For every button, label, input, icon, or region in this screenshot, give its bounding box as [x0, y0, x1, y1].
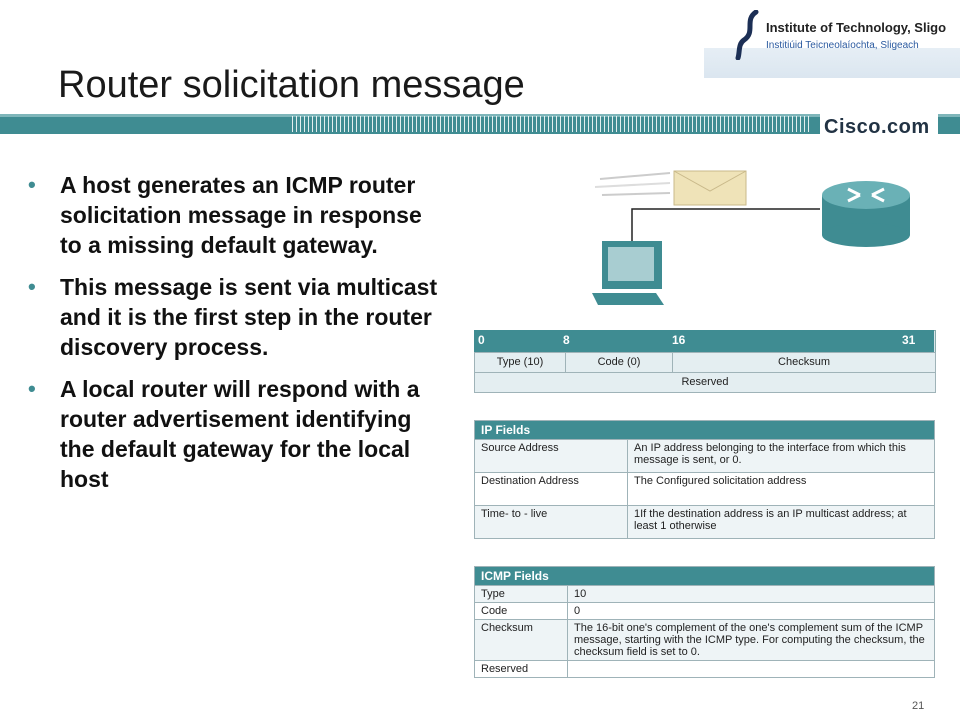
- institute-logo-icon: [735, 10, 759, 60]
- bit-label: 8: [563, 333, 570, 347]
- table-row: Reserved: [474, 660, 935, 678]
- network-link: [631, 208, 820, 245]
- table-row: Destination Address The Configured solic…: [474, 472, 935, 506]
- table-row: Code 0: [474, 602, 935, 620]
- header-band-highlight: [0, 114, 960, 117]
- field-name: Destination Address: [474, 472, 628, 506]
- network-diagram: [592, 170, 910, 305]
- ip-fields-table: IP Fields Source Address An IP address b…: [474, 420, 935, 539]
- field-description: An IP address belonging to the interface…: [627, 439, 935, 473]
- format-header: [474, 330, 934, 352]
- table-row: Checksum The 16-bit one's complement of …: [474, 619, 935, 661]
- host-computer-icon: [592, 241, 664, 305]
- ip-fields-header: IP Fields: [474, 420, 935, 440]
- envelope-icon: [673, 170, 747, 206]
- bullet-text: A host generates an ICMP router solicita…: [60, 172, 422, 258]
- bullet-list: • A host generates an ICMP router solicit…: [28, 170, 448, 506]
- bullet-text: A local router will respond with a route…: [60, 376, 420, 492]
- motion-lines: [594, 172, 671, 196]
- format-cell-code: Code (0): [565, 352, 673, 373]
- field-description: [567, 660, 935, 678]
- field-description: 10: [567, 585, 935, 603]
- bullet-item: • A host generates an ICMP router solicit…: [28, 170, 448, 260]
- table-row: Type 10: [474, 585, 935, 603]
- field-name: Type: [474, 585, 568, 603]
- bullet-marker: •: [28, 172, 36, 197]
- field-description: 1If the destination address is an IP mul…: [627, 505, 935, 539]
- field-name: Checksum: [474, 619, 568, 661]
- page-number: 21: [912, 700, 925, 712]
- bullet-marker: •: [28, 274, 36, 299]
- field-name: Reserved: [474, 660, 568, 678]
- institute-name: Institute of Technology, Sligo: [766, 20, 947, 35]
- field-name: Time- to - live: [474, 505, 628, 539]
- field-name: Source Address: [474, 439, 628, 473]
- table-row: Source Address An IP address belonging t…: [474, 439, 935, 473]
- cisco-logo: Cisco.com: [820, 114, 938, 141]
- bullet-marker: •: [28, 376, 36, 401]
- field-description: The Configured solicitation address: [627, 472, 935, 506]
- format-cell-type: Type (10): [474, 352, 566, 373]
- institute-name-irish: Institiúid Teicneolaíochta, Sligeach: [766, 40, 919, 51]
- field-description: 0: [567, 602, 935, 620]
- bit-label: 16: [672, 333, 686, 347]
- table-row: Time- to - live 1If the destination addr…: [474, 505, 935, 539]
- router-icon: [822, 181, 910, 247]
- format-cell-reserved: Reserved: [474, 372, 936, 393]
- bullet-item: • A local router will respond with a rout…: [28, 374, 448, 494]
- bit-label: 0: [478, 333, 485, 347]
- logo-background: [704, 48, 960, 78]
- envelope-flap: [673, 170, 747, 192]
- field-name: Code: [474, 602, 568, 620]
- header-band-stripes: [292, 116, 812, 132]
- format-cell-checksum: Checksum: [672, 352, 936, 373]
- bit-label: 31: [902, 333, 916, 347]
- icmp-fields-header: ICMP Fields: [474, 566, 935, 586]
- slide-title: Router solicitation message: [58, 64, 525, 106]
- bullet-text: This message is sent via multicast and i…: [60, 274, 438, 360]
- icmp-fields-table: ICMP Fields Type 10 Code 0 Checksum The …: [474, 566, 935, 678]
- bullet-item: • This message is sent via multicast and …: [28, 272, 448, 362]
- field-description: The 16-bit one's complement of the one's…: [567, 619, 935, 661]
